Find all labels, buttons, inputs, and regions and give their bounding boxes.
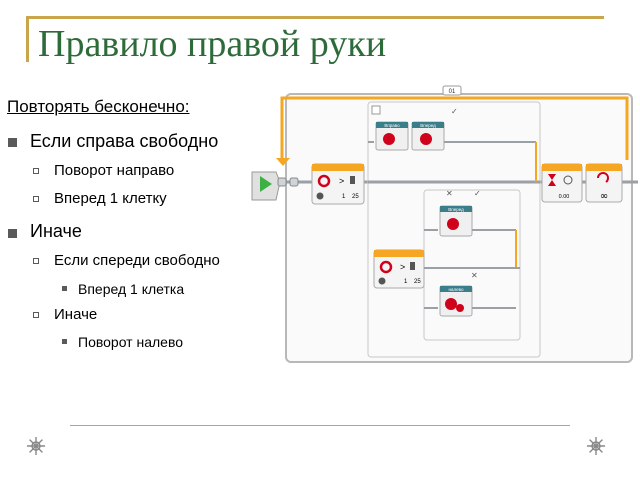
false-cross-icon: ✕ (471, 271, 478, 280)
bullet-else-2: Иначе (54, 306, 98, 323)
threshold-icon (410, 262, 415, 270)
bullet-square (8, 229, 17, 238)
block-label-b2: Вперед (420, 123, 436, 128)
loop-label-tag (442, 85, 462, 96)
repeat-heading: Повторять бесконечно: (7, 97, 190, 116)
bottom-rule (70, 425, 570, 426)
sub-sub-bullet-square (62, 286, 67, 291)
switch1-compare: > (339, 176, 344, 186)
switch-header (312, 164, 364, 171)
motor-icon (420, 133, 432, 145)
connector (289, 177, 299, 187)
switch1-port: 1 (342, 194, 346, 200)
motor-icon (383, 133, 395, 145)
loop-label: 01 (449, 89, 456, 95)
bullet-turn-right: Поворот направо (54, 162, 175, 179)
snowflake-icon (587, 437, 605, 455)
timer-icon (563, 175, 573, 185)
false-cross-icon: ✕ (446, 189, 453, 198)
frame-accent-left (26, 16, 29, 62)
bullet-forward-2: Вперед 1 клетка (78, 281, 185, 297)
slide-title: Правило правой руки (38, 23, 387, 65)
switch2-port: 1 (404, 279, 408, 285)
infinity-icon: ∞ (600, 191, 608, 202)
port-icon (378, 277, 386, 285)
loop-arrow (276, 158, 290, 166)
timer-value: 0.00 (559, 194, 570, 200)
port-icon (316, 192, 324, 200)
block-header (440, 286, 472, 292)
sub-bullet-square (33, 196, 39, 202)
true-check-icon: ✓ (474, 189, 481, 198)
switch-header (374, 250, 424, 257)
case-tab (371, 105, 381, 115)
ultrasonic-sensor-icon (317, 174, 331, 188)
sub-bullet-square (33, 168, 39, 174)
block-header (412, 122, 444, 128)
bullet-else-1: Иначе (30, 221, 82, 241)
sub-bullet-square (33, 258, 39, 264)
ultrasonic-sensor-icon (379, 260, 393, 274)
switch-frame-outer (367, 101, 541, 358)
motor-icon (456, 304, 464, 312)
bullet-turn-left: Поворот налево (78, 334, 184, 350)
block-header (376, 122, 408, 128)
block-header (440, 206, 472, 212)
motor-icon (445, 298, 457, 310)
frame-accent-top (26, 16, 604, 19)
block-label-b3: Вперед (448, 207, 464, 212)
repeat-icon (597, 172, 609, 183)
sub-bullet-square (33, 312, 39, 318)
true-check-icon: ✓ (451, 107, 458, 116)
block-label-b1: Вправо (384, 123, 400, 128)
motor-icon (447, 218, 459, 230)
switch2-compare: > (400, 262, 405, 272)
connector (277, 177, 287, 187)
program-diagram: 01 > 1 25 ✓ Вправо Вперед ✕ ✓ > 1 25 (251, 85, 638, 363)
bullet-if-front-free: Если спереди свободно (54, 252, 220, 269)
block-label-b4: налево (449, 287, 464, 292)
block-header (586, 164, 622, 171)
bullet-forward-1: Вперед 1 клетку (54, 190, 167, 207)
play-icon[interactable] (260, 176, 272, 192)
threshold-icon (350, 176, 355, 184)
hourglass-icon (548, 174, 556, 186)
sub-sub-bullet-square (62, 339, 67, 344)
bullet-if-right-free: Если справа свободно (30, 131, 219, 151)
snowflake-icon (27, 437, 45, 455)
switch1-value: 25 (352, 194, 359, 200)
bullet-square (8, 138, 17, 147)
block-header (542, 164, 582, 171)
switch2-value: 25 (414, 279, 421, 285)
